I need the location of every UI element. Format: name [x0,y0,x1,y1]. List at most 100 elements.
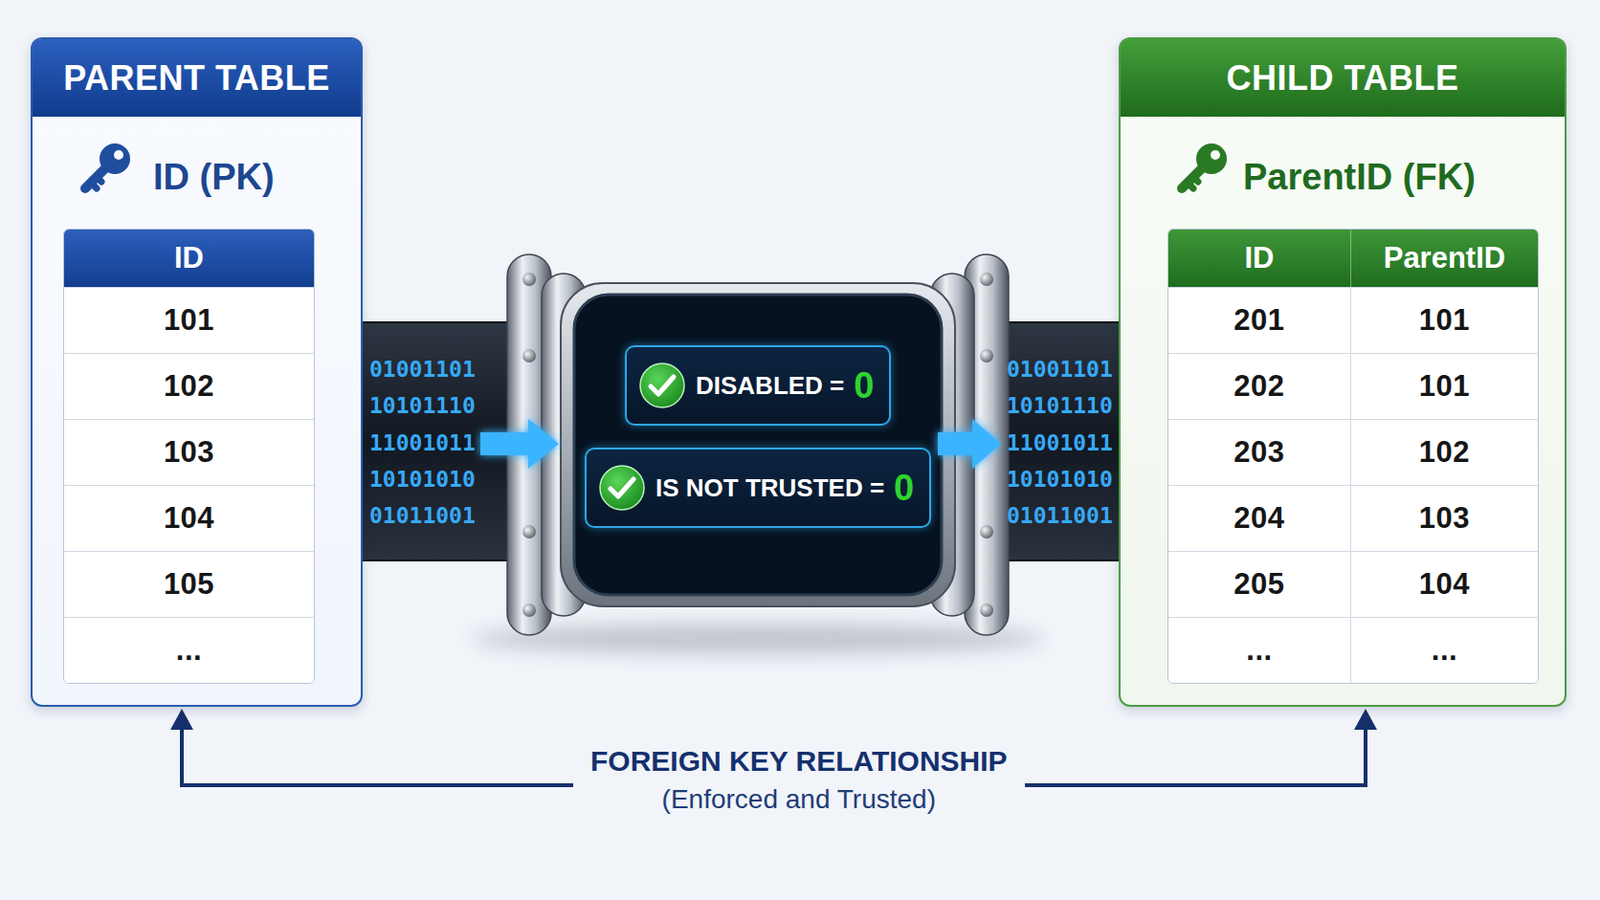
binary-digits: 10101110 [369,391,476,421]
table-cell: 102 [163,369,215,404]
table-cell: 102 [1419,435,1470,470]
table-header-row: ID ParentID [1168,229,1538,288]
table-row: 101 [64,287,314,354]
table-cell: 205 [1233,567,1285,602]
table-row: 102 [64,353,314,420]
binary-digits: 11001011 [369,428,476,458]
table-row: ... [64,617,314,684]
table-cell-box: 102 [64,354,314,420]
table-row: ...... [1168,617,1538,684]
table-cell-box: ... [1350,618,1538,684]
table-cell: 104 [163,501,215,536]
key-icon [1173,139,1231,198]
header-band: CHILD TABLE [1120,39,1565,117]
relationship-connector [170,709,1378,786]
flange-bolts [522,272,994,618]
table-cell-box: 101 [64,288,314,354]
binary-digits: 01011001 [1006,501,1113,531]
table-cell-box: 105 [64,552,314,618]
connector-label: FOREIGN KEY RELATIONSHIP [590,741,1008,782]
table-cell-box: 102 [1350,420,1538,486]
table-cell-box: 103 [64,420,314,486]
pipe-screen [574,294,942,596]
panel-title: CHILD TABLE [1226,58,1460,99]
table-cell-box: 205 [1168,552,1351,618]
arrow-head [170,709,194,731]
table-cell-box: ID [64,229,314,288]
connector-label-block: FOREIGN KEY RELATIONSHIP(Enforced and Tr… [573,737,1025,823]
table-panel: CHILD TABLE ParentID (FK) ID ParentID 201 10… [1118,37,1567,708]
header-band: PARENT TABLE [32,39,361,117]
table-cell-box: 104 [1350,552,1538,618]
pipe-body [560,283,956,607]
table-row: 201 101 [1168,287,1538,354]
key-column-label: ParentID (FK) [1243,155,1476,199]
table-cell-box: 101 [1350,354,1538,420]
table-cell-box: ID [1168,229,1351,288]
binary-digits: 01001101 [1006,355,1113,384]
table-cell: 104 [1419,567,1470,602]
table-row: 203 102 [1168,419,1538,486]
table-cell-box: 203 [1168,420,1351,486]
table-cell-box: ... [1168,618,1351,684]
table-cell: 203 [1233,435,1285,470]
binary-digits: 10101010 [369,465,476,494]
flow-arrow [480,419,559,469]
table-cell-box: ... [64,618,314,684]
connector-line [181,724,1366,786]
status-box: DISABLED = 0 [624,345,891,426]
flow-arrow [937,419,1001,469]
arrow-head [1354,709,1378,731]
table-cell: ... [1431,633,1458,668]
column-header: ID [174,241,204,276]
column-header: ID [1244,241,1274,276]
table-row: 104 [64,485,314,552]
table-row: 103 [64,419,314,486]
check-icon [598,464,646,512]
table-panel: PARENT TABLE ID (PK) ID 101 102 103 104 105... [30,37,363,708]
table-cell: 105 [163,567,215,602]
table-cell: 103 [163,435,215,470]
table-row: 204 103 [1168,485,1538,552]
table-cell-box: 204 [1168,486,1351,552]
table-cell: 101 [1419,303,1470,338]
table-cell: 101 [1419,369,1470,404]
data-table: ID 101 102 103 104 105... [63,228,315,685]
pipe-shadow [470,623,1045,655]
table-cell-box: 201 [1168,288,1351,354]
table-cell: 201 [1233,303,1285,338]
table-cell-box: 202 [1168,354,1351,420]
table-cell: 103 [1419,501,1470,536]
table-cell: 101 [163,303,215,338]
table-header-row: ID [64,229,314,288]
panel-title: PARENT TABLE [63,58,331,99]
column-header: ParentID [1383,241,1506,276]
key-icon [76,139,134,198]
key-column-label: ID (PK) [153,155,275,199]
status-value: 0 [893,467,914,510]
table-cell: ... [176,633,202,668]
binary-digits: 11001011 [1006,428,1113,458]
binary-digits: 01001101 [369,355,476,384]
status-label: IS NOT TRUSTED = [655,473,885,504]
table-cell: 204 [1233,501,1285,536]
connector-note: (Enforced and Trusted) [590,781,1008,819]
binary-digits: 01011001 [369,501,476,531]
table-row: 105 [64,551,314,618]
table-cell-box: 104 [64,486,314,552]
binary-digits: 10101010 [1006,465,1113,494]
status-value: 0 [853,365,874,407]
status-box: IS NOT TRUSTED = 0 [584,447,932,529]
data-table: ID ParentID 201 101 202 101 203 102 204 103 205 104… [1167,228,1539,685]
table-row: 205 104 [1168,551,1538,618]
status-label: DISABLED = [695,371,845,401]
table-cell-box: ParentID [1350,229,1538,288]
table-cell: ... [1245,633,1272,668]
table-row: 202 101 [1168,353,1538,420]
table-cell-box: 103 [1350,486,1538,552]
table-cell: 202 [1233,369,1285,404]
binary-digits: 10101110 [1006,391,1113,421]
check-icon [638,361,687,410]
